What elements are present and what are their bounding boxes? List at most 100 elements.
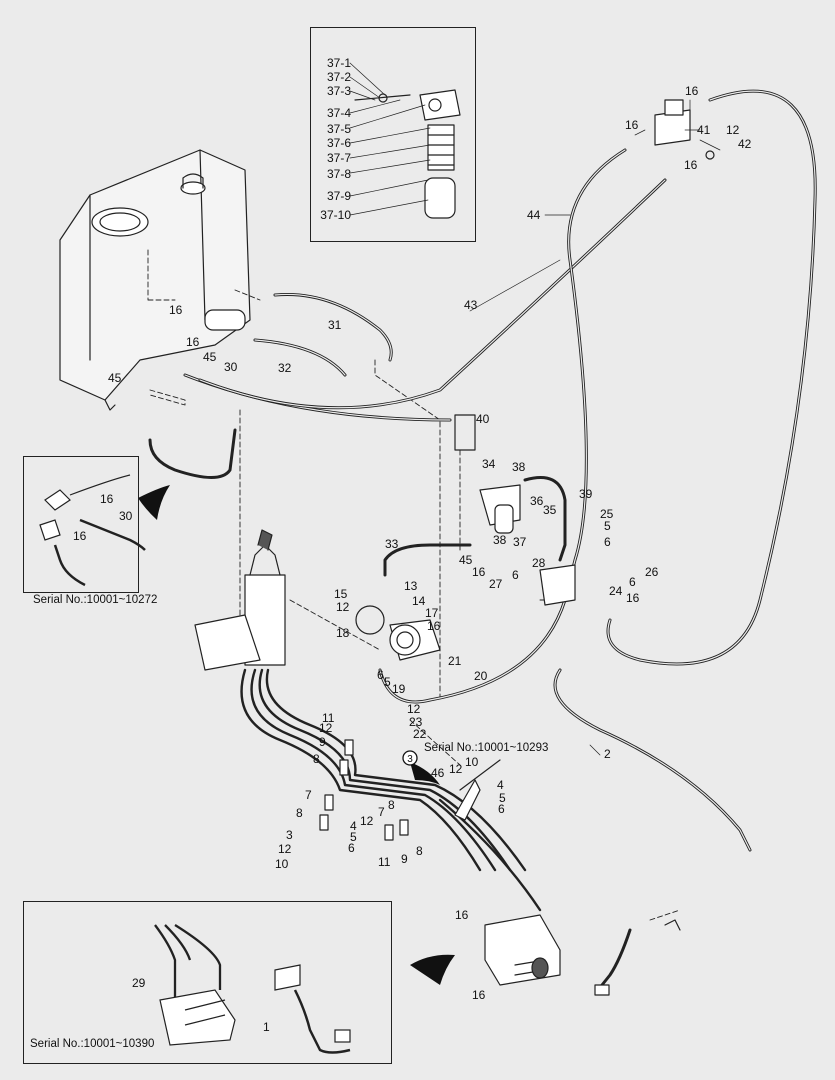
hydraulic-tank [59,149,251,411]
hose-2 [553,668,752,852]
part-label-8-d: 8 [416,844,423,858]
part-label-26: 26 [645,565,659,579]
part-label-39: 39 [579,487,593,501]
part-label-19: 19 [392,682,406,696]
part-label-14: 14 [412,594,426,608]
part-label-18: 18 [336,626,350,640]
part-label-33: 33 [385,537,399,551]
serial-inset-bottom-box [23,901,392,1064]
part-label-45-c: 45 [459,553,473,567]
inset-bottom-drawing [154,924,351,1054]
part-label-16-b: 16 [625,118,639,132]
callout-marker: 3 [407,754,413,765]
part-label-35: 35 [543,503,557,517]
part-label-43: 43 [464,298,478,312]
part-label-13: 13 [404,579,418,593]
part-label-12-g: 12 [360,814,374,828]
part-label-16-i: 16 [626,591,640,605]
part-label-37-7: 37-7 [326,151,351,165]
part-label-37: 37 [513,535,527,549]
part-label-5-d: 5 [499,791,506,805]
part-label-16-c: 16 [684,158,698,172]
part-label-24: 24 [609,584,623,598]
part-label-37-5: 37-5 [326,122,351,136]
part-label-5-c: 5 [350,830,357,844]
part-label-38-a: 38 [512,460,526,474]
part-label-37-2: 37-2 [326,70,351,84]
part-label-10-a: 10 [465,755,479,769]
part-label-12-a: 12 [726,123,740,137]
part-label-44: 44 [527,208,541,222]
solenoid-valve [654,99,715,160]
part-label-41: 41 [697,123,711,137]
part-label-16-a: 16 [685,84,699,98]
return-hose [606,89,817,666]
hose-32 [253,338,347,377]
part-label-16-d: 16 [169,303,183,317]
part-label-16-k: 16 [455,908,469,922]
part-label-12-f: 12 [278,842,292,856]
line-filter [479,484,521,534]
part-label-4-a: 4 [350,819,357,833]
gear-pump [355,605,441,661]
part-label-40: 40 [476,412,490,426]
serial-inset-left-box [23,456,139,593]
part-label-29: 29 [132,976,146,990]
part-label-16-j: 16 [427,619,441,633]
part-label-27: 27 [489,577,503,591]
joystick [194,529,286,671]
part-label-9-a: 9 [319,735,326,749]
part-label-20: 20 [474,669,488,683]
part-label-12-d: 12 [319,721,333,735]
part-label-9-b: 9 [401,852,408,866]
part-label-37-8: 37-8 [326,167,351,181]
filter-assembly [354,89,461,219]
serial-inset-bottom: Serial No.:10001~10390 [30,1038,155,1050]
control-valve [484,914,561,986]
part-label-6-e: 6 [348,841,355,855]
part-label-3: 3 [286,828,293,842]
part-label-1: 1 [263,1020,270,1034]
part-label-45-b: 45 [108,371,122,385]
part-label-28: 28 [532,556,546,570]
part-label-7-b: 7 [378,805,385,819]
part-label-15: 15 [334,587,348,601]
part-label-23: 23 [409,715,423,729]
part-label-16-g: 16 [73,529,87,543]
part-label-6-a: 6 [604,535,611,549]
part-label-4-b: 4 [497,778,504,792]
serial-pump-area: Serial No.:10001~10293 [424,742,549,754]
part-label-16-e: 16 [186,335,200,349]
filter-inset-box [310,27,476,242]
part-label-46: 46 [431,766,445,780]
part-label-37-3: 37-3 [326,84,351,98]
inset-left-drawing [39,474,146,587]
part-label-37-1: 37-1 [326,56,351,70]
part-label-22: 22 [413,727,427,741]
part-label-37-4: 37-4 [326,106,351,120]
part-label-45-a: 45 [203,350,217,364]
part-label-37-9: 37-9 [326,189,351,203]
serial-inset-left: Serial No.:10001~10272 [33,594,158,606]
part-label-37-6: 37-6 [326,136,351,150]
part-label-12-e: 12 [449,762,463,776]
part-label-30-a: 30 [224,360,238,374]
part-label-11-a: 11 [322,711,335,725]
part-label-31: 31 [328,318,342,332]
part-label-6-b: 6 [512,568,519,582]
part-label-37-10: 37-10 [320,208,351,222]
part-label-10-b: 10 [275,857,289,871]
hose-30 [183,373,452,422]
part-label-16-f: 16 [100,492,114,506]
part-label-6-d: 6 [377,668,384,682]
part-label-16-l: 16 [472,988,486,1002]
part-label-16-h: 16 [472,565,486,579]
part-label-6-c: 6 [629,575,636,589]
part-label-36: 36 [530,494,544,508]
part-label-7-a: 7 [305,788,312,802]
part-label-12-b: 12 [336,600,350,614]
part-label-8-c: 8 [388,798,395,812]
part-label-17: 17 [425,606,439,620]
part-label-32: 32 [278,361,292,375]
